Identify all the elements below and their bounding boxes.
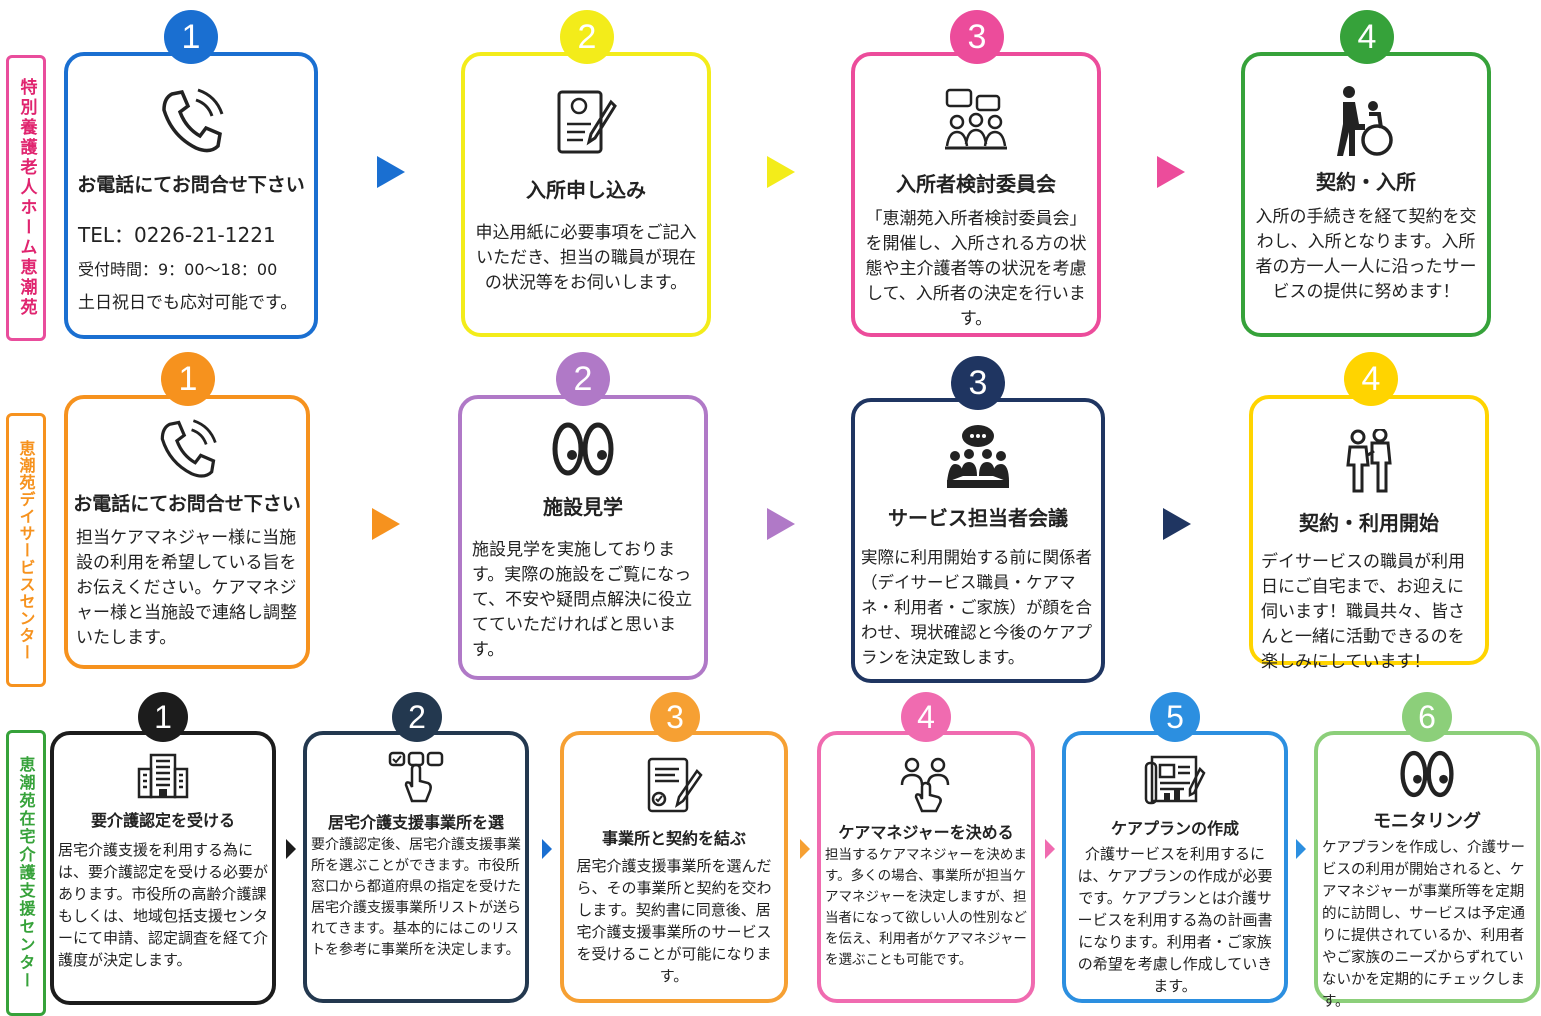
meeting-icon <box>855 86 1097 156</box>
row2-step1-title: お電話にてお問合せ下さい <box>73 493 301 515</box>
row3-arrow1 <box>286 839 296 859</box>
eyes-icon <box>462 421 704 477</box>
row1-step2-title: 入所申し込み <box>526 178 646 202</box>
row3-step5-title: ケアプランの作成 <box>1110 819 1239 838</box>
row3-arrow2 <box>542 839 552 859</box>
row3-step2-badge: 2 <box>392 692 442 742</box>
building-icon <box>54 753 272 799</box>
contract-icon <box>564 755 784 815</box>
row1-step1-note: 土日祝日でも応対可能です。 <box>78 293 298 313</box>
row3-step2-body: 要介護認定後、居宅介護支援事業所を選ぶことができます。市役所窓口から都道府県の指… <box>311 837 521 958</box>
row3-arrow5 <box>1296 839 1306 859</box>
row1-arrow1 <box>377 156 405 188</box>
row1-step3-body: 「恵潮苑入所者検討委員会」を開催し、入所される方の状態や主介護者等の状況を考慮し… <box>865 209 1087 329</box>
row2-step2-body: 施設見学を実施しております。実際の施設をご覧になって、不安や疑問点解決に役立てて… <box>472 540 693 660</box>
row1-step3-badge: 3 <box>950 10 1004 64</box>
row3-step2-card: 居宅介護支援事業所を選 要介護認定後、居宅介護支援事業所を選ぶことができます。市… <box>303 731 529 1003</box>
row1-step4-body: 入所の手続きを経て契約を交わし、入所となります。入所者の方一人一人に沿ったサービ… <box>1255 207 1477 302</box>
row2-arrow2 <box>767 508 795 540</box>
row1-step2-body: 申込用紙に必要事項をご記入いただき、担当の職員が現在の状況等をお伺いします。 <box>475 223 697 293</box>
row3-step4-title: ケアマネジャーを決める <box>838 823 1014 842</box>
row2-step4-card: 契約・利用開始 デイサービスの職員が利用日にご自宅まで、お迎えに伺います！職員共… <box>1249 395 1489 672</box>
phone-icon <box>68 417 306 481</box>
caregiver-icon <box>1253 429 1485 493</box>
row3-step3-body: 居宅介護支援事業所を選んだら、その事業所と契約を交わします。契約書に同意後、居宅… <box>576 857 772 985</box>
select-icon <box>307 751 525 803</box>
sidebar-row1: 特別養護老人ホーム恵潮苑 <box>6 55 46 341</box>
row3-step4-badge: 4 <box>901 692 951 742</box>
choose-person-icon <box>821 757 1031 813</box>
row2-step4-badge: 4 <box>1344 352 1398 406</box>
row2-step4-body: デイサービスの職員が利用日にご自宅まで、お迎えに伺います！職員共々、皆さんと一緒… <box>1261 552 1465 672</box>
row3-step1-badge: 1 <box>138 692 188 742</box>
phone-icon <box>68 86 314 156</box>
row3-step6-title: モニタリング <box>1373 811 1481 832</box>
row1-step4-title: 契約・入所 <box>1316 170 1416 194</box>
row2-arrow1 <box>372 508 400 540</box>
row3-step5-body: 介護サービスを利用するには、ケアプランの作成が必要です。ケアプランとは介護サービ… <box>1077 845 1273 995</box>
row3-step5-badge: 5 <box>1150 692 1200 742</box>
row2-step3-body: 実際に利用開始する前に関係者（デイサービス職員・ケアマネ・利用者・ご家族）が顔を… <box>861 548 1092 667</box>
row1-step4-card: 契約・入所 入所の手続きを経て契約を交わし、入所となります。入所者の方一人一人に… <box>1241 52 1491 337</box>
row1-arrow3 <box>1157 156 1185 188</box>
sidebar-row1-label: 特別養護老人ホーム恵潮苑 <box>16 78 37 318</box>
row3-step6-card: モニタリング ケアプランを作成し、介護サービスの利用が開始されると、ケアマネジャ… <box>1314 731 1540 1010</box>
row3-step4-body: 担当するケアマネジャーを決めます。多くの場合、事業所が担当ケアマネジャーを決定し… <box>825 847 1027 968</box>
row3-step3-title: 事業所と契約を結ぶ <box>601 829 746 848</box>
row1-step3-title: 入所者検討委員会 <box>896 172 1056 196</box>
row2-step1-badge: 1 <box>161 352 215 406</box>
row3-step2-title: 居宅介護支援事業所を選 <box>327 813 504 832</box>
row3-arrow3 <box>800 839 810 859</box>
row1-step2-badge: 2 <box>560 10 614 64</box>
row3-step1-title: 要介護認定を受ける <box>90 811 235 830</box>
row2-step3-title: サービス担当者会議 <box>888 506 1068 530</box>
sidebar-row3: 恵潮苑在宅介護支援センター <box>6 730 46 1016</box>
wheelchair-icon <box>1245 84 1487 158</box>
row2-step3-badge: 3 <box>951 356 1005 410</box>
sidebar-row3-label: 恵潮苑在宅介護支援センター <box>16 756 36 990</box>
row3-step3-badge: 3 <box>650 692 700 742</box>
row2-step3-card: サービス担当者会議 実際に利用開始する前に関係者（デイサービス職員・ケアマネ・利… <box>851 398 1105 683</box>
sidebar-row2-label: 恵潮苑デイサービスセンター <box>16 439 36 661</box>
row2-step4-title: 契約・利用開始 <box>1299 511 1439 535</box>
row2-step2-card: 施設見学 施設見学を実施しております。実際の施設をご覧になって、不安や疑問点解決… <box>458 395 708 680</box>
row1-step1-hours: 受付時間：9：00〜18：00 <box>78 260 278 279</box>
eyes-icon <box>1318 749 1536 799</box>
row2-step2-badge: 2 <box>556 352 610 406</box>
row3-step1-card: 要介護認定を受ける 居宅介護支援を利用する為には、要介護認定を受ける必要がありま… <box>50 731 276 1005</box>
row3-step1-body: 居宅介護支援を利用する為には、要介護認定を受ける必要があります。市役所の高齢介護… <box>58 841 269 969</box>
row2-step1-body: 担当ケアマネジャー様に当施設の利用を希望している旨をお伝えください。ケアマネジャ… <box>76 528 297 648</box>
row1-step1-tel: TEL：0226-21-1221 <box>78 223 276 247</box>
row1-step2-card: 入所申し込み 申込用紙に必要事項をご記入いただき、担当の職員が現在の状況等をお伺… <box>461 52 711 337</box>
row2-step1-card: お電話にてお問合せ下さい 担当ケアマネジャー様に当施設の利用を希望している旨をお… <box>64 395 310 669</box>
row3-step6-badge: 6 <box>1402 692 1452 742</box>
row1-step4-badge: 4 <box>1340 10 1394 64</box>
row1-step1-title: お電話にてお問合せ下さい <box>77 174 305 196</box>
row1-step1-card: お電話にてお問合せ下さい TEL：0226-21-1221 受付時間：9：00〜… <box>64 52 318 339</box>
row3-arrow4 <box>1045 839 1055 859</box>
application-form-icon <box>465 88 707 158</box>
plan-icon <box>1066 753 1284 807</box>
row3-step6-body: ケアプランを作成し、介護サービスの利用が開始されると、ケアマネジャーが事業所等を… <box>1322 840 1525 1010</box>
row2-step2-title: 施設見学 <box>543 495 623 519</box>
row3-step3-card: 事業所と契約を結ぶ 居宅介護支援事業所を選んだら、その事業所と契約を交わします。… <box>560 731 788 1003</box>
row1-step3-card: 入所者検討委員会 「恵潮苑入所者検討委員会」を開催し、入所される方の状態や主介護… <box>851 52 1101 337</box>
row3-step4-card: ケアマネジャーを決める 担当するケアマネジャーを決めます。多くの場合、事業所が担… <box>817 731 1035 1003</box>
row2-arrow3 <box>1163 508 1191 540</box>
sidebar-row2: 恵潮苑デイサービスセンター <box>6 413 46 687</box>
row1-step1-badge: 1 <box>164 10 218 64</box>
row3-step5-card: ケアプランの作成 介護サービスを利用するには、ケアプランの作成が必要です。ケアプ… <box>1062 731 1288 1003</box>
conference-icon <box>855 422 1101 490</box>
row1-arrow2 <box>767 156 795 188</box>
